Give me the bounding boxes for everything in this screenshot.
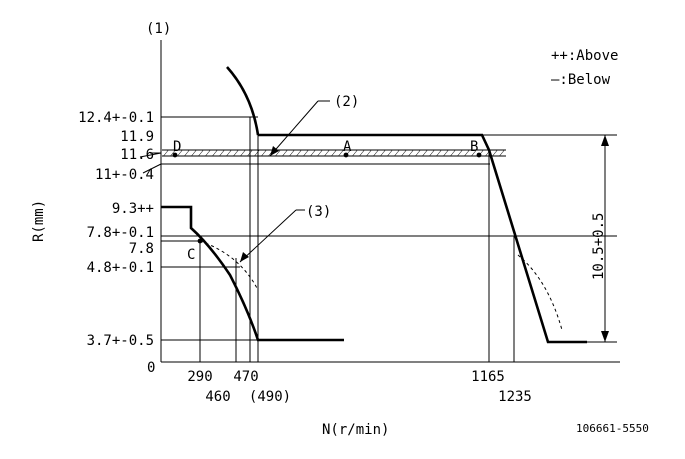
dashed-curve-left bbox=[199, 240, 259, 291]
y-axis-marker: (1) bbox=[146, 21, 171, 37]
x-label-290: 290 bbox=[187, 369, 212, 385]
callout-2-arrowhead bbox=[270, 146, 279, 156]
callout-3-label: (3) bbox=[306, 204, 331, 220]
point-d-label: D bbox=[173, 139, 181, 155]
dimension-arrow-bottom bbox=[601, 331, 609, 342]
y-label-7-8b: 7.8 bbox=[129, 241, 154, 257]
point-a-label: A bbox=[343, 139, 352, 155]
y-label-4-8: 4.8+-0.1 bbox=[87, 260, 154, 276]
legend-below: —:Below bbox=[551, 72, 611, 88]
point-d-marker bbox=[172, 152, 178, 158]
x-label-1235: 1235 bbox=[498, 389, 532, 405]
x-axis-title: N(r/min) bbox=[322, 422, 389, 438]
legend-above: ++:Above bbox=[551, 48, 618, 64]
point-b-marker bbox=[476, 152, 482, 158]
hatched-band bbox=[162, 150, 506, 156]
dimension-arrow-top bbox=[601, 135, 609, 146]
point-b-label: B bbox=[470, 139, 478, 155]
dimension-label: 10.5+0.5 bbox=[591, 213, 607, 280]
point-c-label: C bbox=[187, 247, 195, 263]
drawing-number: 106661-5550 bbox=[576, 422, 649, 435]
callout-3-leader bbox=[239, 209, 297, 263]
x-label-490: (490) bbox=[249, 389, 291, 405]
y-label-11: 11+-0.4 bbox=[95, 167, 154, 183]
point-c-marker bbox=[197, 238, 203, 244]
lower-curve bbox=[161, 205, 344, 342]
callout-2-leader bbox=[269, 100, 319, 157]
upper-plateau bbox=[258, 133, 587, 344]
y-label-7-8a: 7.8+-0.1 bbox=[87, 225, 154, 241]
label-11-leader bbox=[142, 163, 162, 174]
y-label-11-6: 11.6 bbox=[120, 147, 154, 163]
y-label-11-9: 11.9 bbox=[120, 129, 154, 145]
upper-curve-arc bbox=[226, 66, 260, 136]
x-label-460: 460 bbox=[205, 389, 230, 405]
y-axis-title: R(mm) bbox=[31, 200, 47, 242]
point-a-marker bbox=[343, 152, 349, 158]
label-11-6-leader bbox=[139, 152, 162, 158]
dashed-curve-right bbox=[517, 254, 563, 331]
callout-3-arrowhead bbox=[240, 252, 249, 262]
callout-2-label: (2) bbox=[334, 94, 359, 110]
y-label-9-3: 9.3++ bbox=[112, 201, 154, 217]
y-label-3-7: 3.7+-0.5 bbox=[87, 333, 154, 349]
x-label-1165: 1165 bbox=[471, 369, 505, 385]
origin-label: 0 bbox=[147, 360, 155, 376]
x-label-470: 470 bbox=[233, 369, 258, 385]
y-label-12-4: 12.4+-0.1 bbox=[78, 110, 154, 126]
